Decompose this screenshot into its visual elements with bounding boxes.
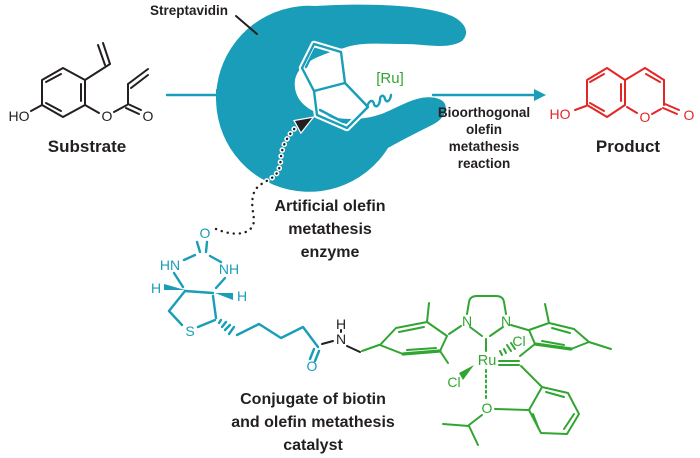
cl-lower-label: Cl xyxy=(447,374,460,390)
nhc-n-left-label: N xyxy=(462,313,472,329)
linker-n-label: N xyxy=(336,331,346,347)
biotin-hashed-wedge xyxy=(217,318,236,336)
substrate-carbonyl-o-label: O xyxy=(143,108,154,124)
substrate-structure: HO O O xyxy=(9,42,154,124)
reaction-caption-line4: reaction xyxy=(458,156,511,171)
cl-upper-label: Cl xyxy=(512,333,525,349)
biotin-hn-label: HN xyxy=(160,257,180,273)
ether-o-label: O xyxy=(482,400,493,416)
aryl-methyl-top xyxy=(426,302,430,323)
reaction-caption-line3: metathesis xyxy=(449,139,520,154)
enzyme-caption-line1: Artificial olefin xyxy=(274,198,385,215)
biotin-structure: O HN NH H H S O xyxy=(151,225,321,374)
arrow-1-head xyxy=(216,89,228,101)
substrate-ester-o-label: O xyxy=(102,108,113,124)
dotted-arrow-head xyxy=(293,116,316,135)
substrate-caption: Substrate xyxy=(48,137,126,156)
biotin-h-wedge-left xyxy=(164,284,185,290)
biotin-h-right-label: H xyxy=(237,288,247,304)
biotin-amide-o-label: O xyxy=(307,358,318,374)
amide-linker: H N xyxy=(321,316,361,353)
reaction-arrow-1 xyxy=(165,89,228,101)
mesityl-methyl-top xyxy=(544,303,550,324)
ru-wavy-bond xyxy=(365,93,393,109)
arrow-2-head xyxy=(534,89,546,101)
biotin-nh-label: NH xyxy=(219,261,239,277)
ru-cl-solid-wedge xyxy=(459,365,474,380)
biotin-h-wedge-right xyxy=(215,293,233,300)
enzyme-caption: Artificial olefin metathesis enzyme xyxy=(274,198,385,261)
ru-complex-label: [Ru] xyxy=(376,70,404,87)
enzyme-caption-line3: enzyme xyxy=(301,244,360,261)
conjugate-caption-line1: Conjugate of biotin xyxy=(240,391,386,408)
product-structure: HO O O xyxy=(550,67,695,125)
biotin-s-label: S xyxy=(185,323,194,339)
reaction-caption-line2: olefin xyxy=(466,122,502,137)
reaction-caption-line1: Bioorthogonal xyxy=(438,105,530,120)
catalyst-structure: N N Ru Cl Cl O xyxy=(361,295,612,446)
streptavidin-blob xyxy=(216,4,467,192)
product-ring-o-label: O xyxy=(640,109,651,125)
streptavidin-pointer-line xyxy=(235,15,258,35)
conjugate-caption-line2: and olefin metathesis xyxy=(231,414,395,431)
biotin-h-left-label: H xyxy=(151,280,161,296)
conjugate-caption: Conjugate of biotin and olefin metathesi… xyxy=(231,391,395,454)
enzyme-caption-line2: metathesis xyxy=(288,221,372,238)
linker-h-label: H xyxy=(336,316,346,332)
biotin-urea-o-label: O xyxy=(200,225,211,241)
nhc-n-right-label: N xyxy=(501,313,511,329)
product-ho-label: HO xyxy=(550,106,571,122)
active-site-diene-ligand: [Ru] xyxy=(298,40,404,132)
ru-center-label: Ru xyxy=(478,353,497,369)
streptavidin-label: Streptavidin xyxy=(150,3,228,18)
conjugate-caption-line3: catalyst xyxy=(283,437,343,454)
product-caption: Product xyxy=(596,137,661,156)
reaction-caption: Bioorthogonal olefin metathesis reaction xyxy=(438,105,530,171)
product-carbonyl-o-label: O xyxy=(684,107,695,123)
mesityl-methyl-left xyxy=(519,343,536,357)
substrate-ho-label: HO xyxy=(9,108,30,124)
mesityl-methyl-right xyxy=(588,341,612,350)
ru-cl-hashed-wedge xyxy=(499,342,516,356)
reaction-arrow-2 xyxy=(431,89,546,101)
dotted-linkage-arrow xyxy=(213,116,316,237)
aryl-methyl-bottom xyxy=(439,350,449,364)
streptavidin-protein-shape xyxy=(216,4,467,192)
